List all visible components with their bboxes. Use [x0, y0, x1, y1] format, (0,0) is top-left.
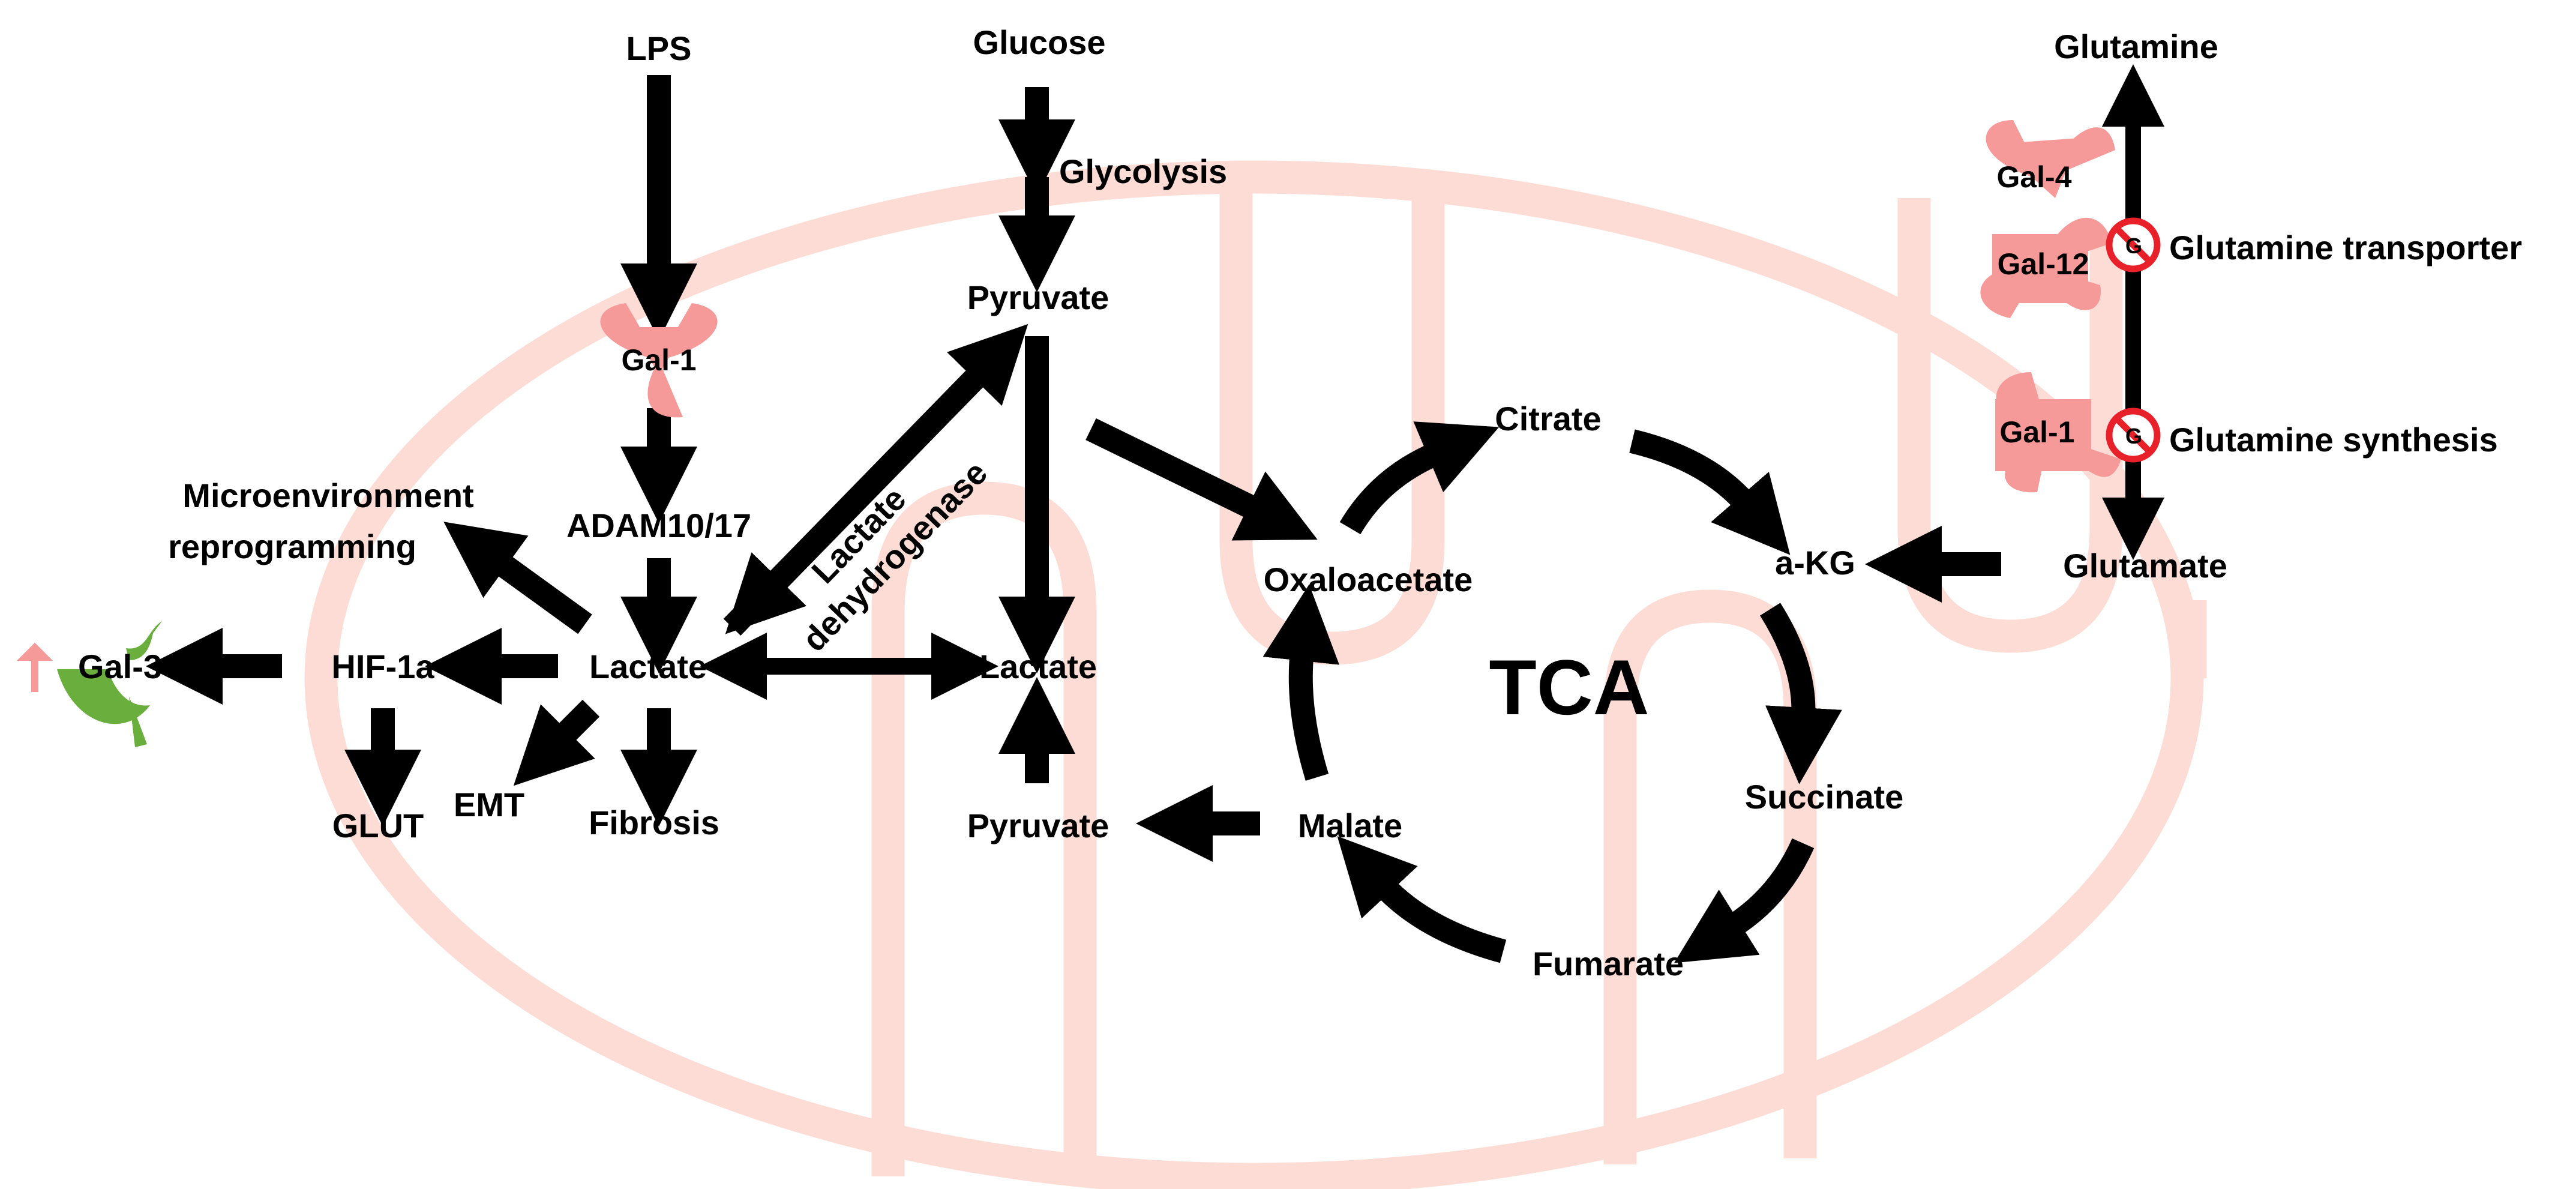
arrow-fumarate-to-malate [1337, 836, 1507, 963]
label-fumarate: Fumarate [1533, 945, 1684, 983]
prohibition-icon: G [2106, 408, 2161, 463]
label-hif: HIF-1a [331, 648, 434, 685]
label-gal12: Gal-12 [1998, 247, 2089, 281]
arrow-malate-to-oxaloacetate [1262, 584, 1339, 781]
label-glycolysis: Glycolysis [1059, 152, 1227, 190]
label-lactate-left: Lactate [589, 648, 707, 685]
label-pyruvate-top: Pyruvate [967, 278, 1109, 316]
label-malate: Malate [1298, 807, 1402, 844]
label-lactate-mid: Lactate [979, 648, 1097, 685]
label-emt: EMT [454, 786, 524, 823]
label-microenv-line1: Microenvironment [182, 477, 473, 514]
label-citrate: Citrate [1495, 400, 1601, 438]
arrow-succinate-to-fumarate [1674, 838, 1815, 963]
prohibition-icon: G [2106, 217, 2161, 272]
label-glutamine-transporter: Glutamine transporter [2169, 229, 2522, 266]
label-akg: a-KG [1775, 544, 1855, 582]
label-tca: TCA [1489, 643, 1649, 731]
label-glucose: Glucose [973, 23, 1106, 61]
label-gal4: Gal-4 [1996, 160, 2071, 194]
svg-text:G: G [2125, 424, 2142, 448]
arrow-akg-to-succinate [1760, 603, 1842, 784]
galectin-clover-icon [1986, 120, 2115, 198]
label-glutamine: Glutamine [2054, 28, 2218, 65]
galectin-clover-icon [1995, 372, 2121, 493]
arrow-pyruvate-to-oxaloacetate [1085, 418, 1318, 541]
label-lps: LPS [626, 29, 692, 67]
arrow-lactate-to-microenv [443, 522, 592, 634]
galectin-clover-icon [1980, 217, 2112, 318]
label-gal1-left: Gal-1 [621, 343, 696, 377]
galectin-3-crescent-icon [57, 621, 162, 747]
label-microenv-line2: reprogramming [168, 528, 416, 565]
label-succinate: Succinate [1745, 778, 1904, 816]
arrow-lactate-to-emt [513, 699, 600, 786]
svg-text:G: G [2125, 233, 2142, 258]
label-glutamine-synthesis: Glutamine synthesis [2169, 421, 2498, 459]
label-glutamate: Glutamate [2063, 547, 2227, 585]
label-fibrosis: Fibrosis [589, 804, 719, 841]
galectin-clover-icon [600, 303, 718, 418]
up-arrow-icon [16, 642, 53, 692]
label-glut: GLUT [332, 807, 424, 844]
arrow-oxaloacetate-to-citrate [1339, 421, 1500, 535]
label-pyruvate-bottom: Pyruvate [967, 807, 1109, 844]
arrow-lactate-pyruvate-ldh [723, 324, 1028, 636]
arrow-citrate-to-akg [1629, 429, 1791, 555]
label-oxaloacetate: Oxaloacetate [1264, 561, 1473, 598]
label-adam: ADAM10/17 [566, 507, 751, 544]
label-gal3: Gal-3 [78, 648, 162, 685]
label-gal1-right: Gal-1 [1999, 415, 2074, 449]
